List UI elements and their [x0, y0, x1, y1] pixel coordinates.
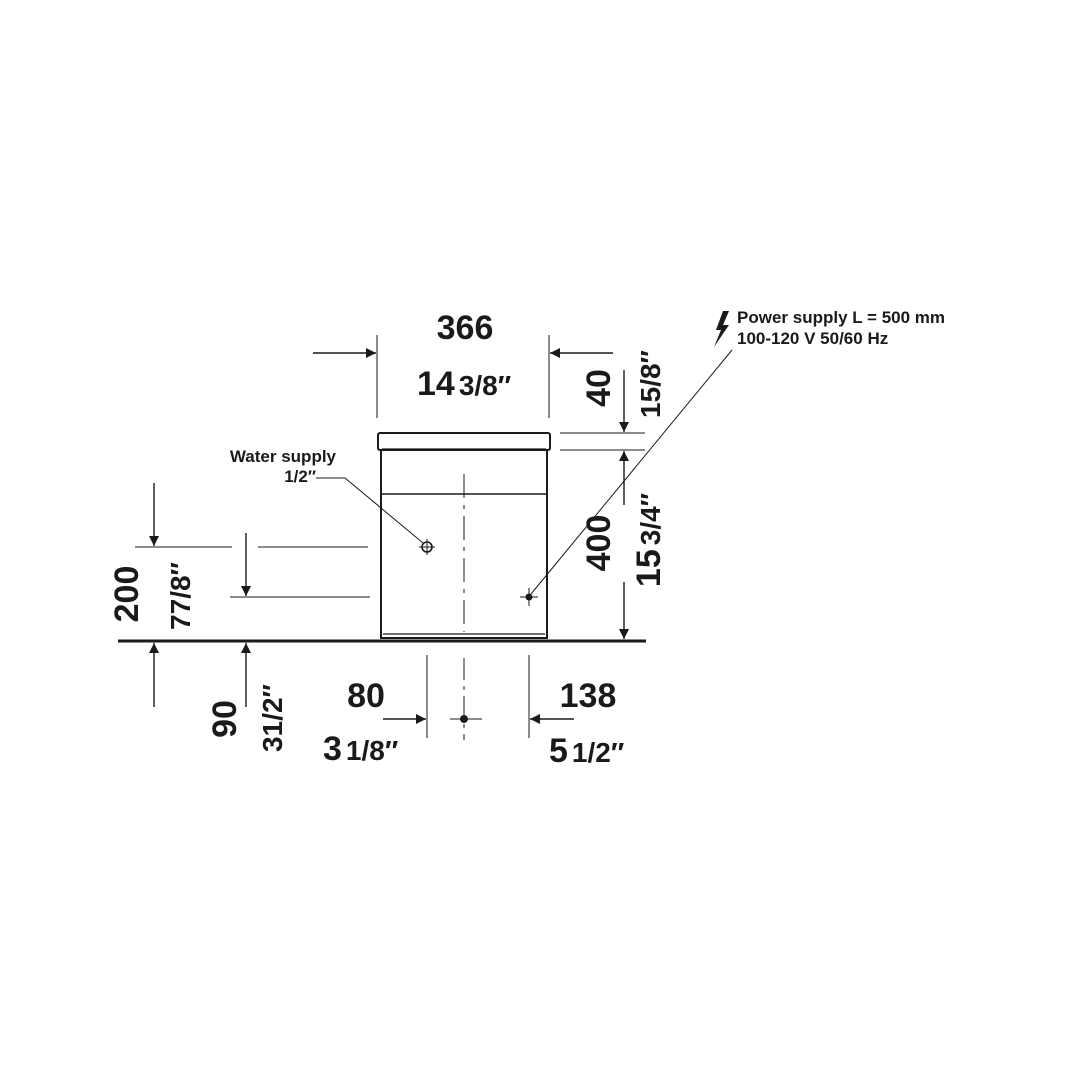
height-in-whole: 15 [630, 549, 668, 587]
power-supply-leader [530, 349, 733, 595]
power-offset-mm-label: 138 [560, 677, 617, 715]
water-offset-mm-label: 80 [347, 677, 385, 715]
width-in-frac: 3/8″ [459, 370, 511, 401]
toilet-body [380, 450, 548, 639]
water-supply-size-label: 1/2″ [284, 467, 316, 486]
seat-lid [377, 432, 551, 451]
height-in-frac: 3/4″ [635, 493, 666, 545]
power-supply-line2: 100-120 V 50/60 Hz [737, 329, 888, 348]
lid-in-label: 15/8″ [635, 350, 666, 418]
water-height-mm-label: 200 [108, 566, 146, 623]
power-offset-in-whole: 5 [549, 732, 568, 770]
water-offset-in-whole: 3 [323, 730, 342, 768]
lightning-bolt-icon [714, 311, 729, 347]
power-supply-line1: Power supply L = 500 mm [737, 308, 945, 327]
height-mm-label: 400 [580, 515, 618, 572]
width-mm-label: 366 [437, 309, 494, 347]
water-height-in-label: 77/8″ [165, 562, 196, 630]
width-in-whole: 14 [417, 365, 455, 403]
water-supply-leader [316, 477, 424, 544]
water-offset-in-frac: 1/8″ [346, 735, 398, 766]
power-offset-in-frac: 1/2″ [572, 737, 624, 768]
water-supply-label: Water supply [230, 447, 337, 466]
floor-offset-in-label: 31/2″ [257, 684, 288, 752]
floor-offset-mm-label: 90 [206, 700, 244, 738]
height-in-label: 15 3/4″ [630, 493, 668, 587]
lid-mm-label: 40 [580, 369, 618, 407]
